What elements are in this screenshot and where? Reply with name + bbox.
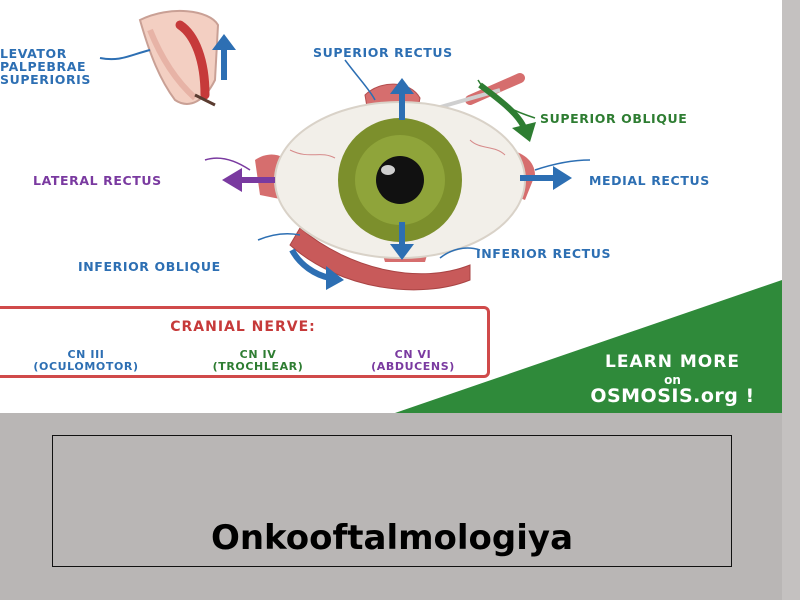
promo-on: on (664, 373, 681, 387)
levator-label: LEVATOR PALPEBRAE SUPERIORIS (0, 46, 92, 87)
promo-learn-more[interactable]: LEARN MORE (605, 352, 740, 372)
arrow-head-icon (212, 34, 236, 50)
inferior-oblique-label: INFERIOR OBLIQUE (78, 259, 221, 274)
eyelid-illustration (99, 9, 220, 107)
pupil (376, 156, 424, 204)
cranial-nerve-box: CRANIAL NERVE: CN III (OCULOMOTOR) CN IV… (0, 306, 490, 378)
leader-lines (204, 59, 591, 259)
superior-oblique-label: SUPERIOR OBLIQUE (540, 111, 688, 126)
osmosis-logo[interactable]: OSMOSIS.org ! (590, 385, 755, 407)
inferior-rectus-label: INFERIOR RECTUS (476, 246, 612, 261)
lateral-rectus-label: LATERAL RECTUS (33, 173, 162, 188)
eye-muscles-diagram: LEVATOR PALPEBRAE SUPERIORIS SUPERIOR RE… (0, 0, 782, 413)
title-placeholder[interactable]: Onkooftalmologiya (52, 435, 732, 567)
medial-rectus-label: MEDIAL RECTUS (589, 173, 710, 188)
superior-rectus-label: SUPERIOR RECTUS (313, 45, 453, 60)
cranial-nerve-title: CRANIAL NERVE: (170, 319, 316, 335)
diagram-artwork (99, 9, 782, 413)
nerve-cn4: CN IV (TROCHLEAR) (212, 348, 304, 373)
promo-triangle (395, 280, 782, 413)
nerve-cn6: CN VI (ABDUCENS) (371, 348, 455, 373)
slide-title: Onkooftalmologiya (210, 518, 574, 558)
side-strip (782, 0, 800, 600)
nerve-cn3: CN III (OCULOMOTOR) (33, 348, 139, 373)
